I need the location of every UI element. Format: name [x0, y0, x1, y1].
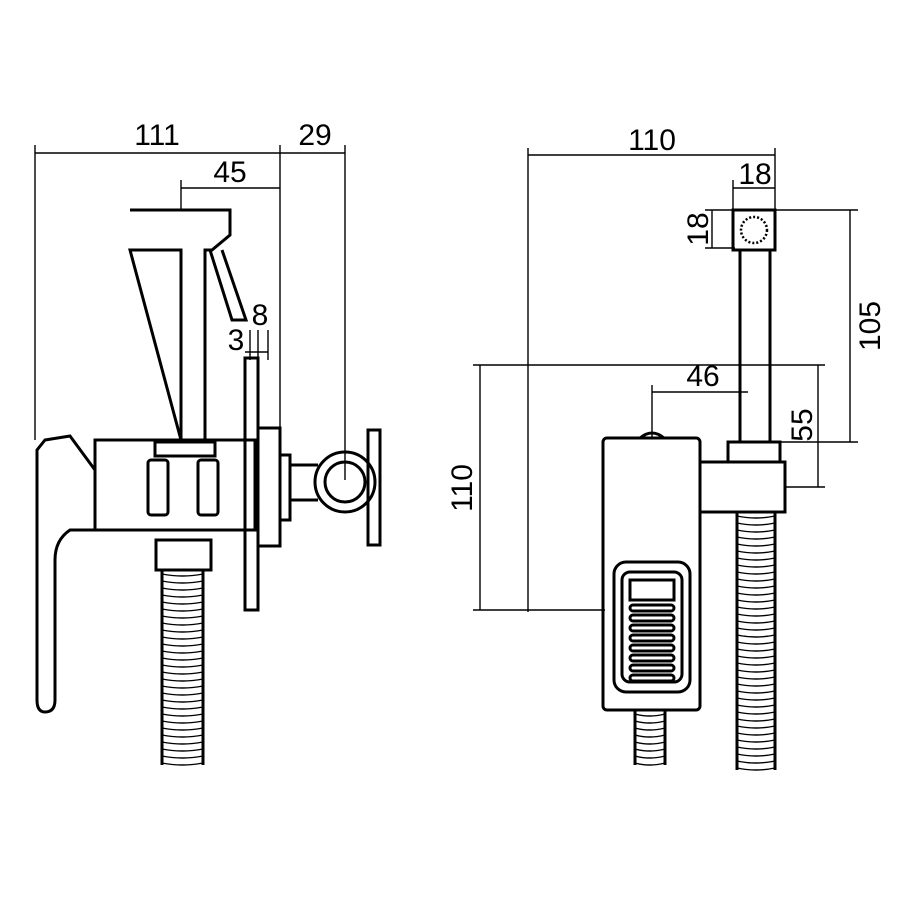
lever-grip-top [628, 578, 676, 602]
dim-side-plate-gap: 3 [228, 324, 245, 357]
front-hoses [633, 512, 777, 771]
dim-front-head-height: 18 [682, 212, 715, 245]
outlet-connector [698, 460, 787, 514]
side-hose [160, 570, 205, 766]
mixer-body-front [601, 436, 702, 712]
connector-grip-right [196, 458, 220, 517]
lever-ridge [628, 643, 676, 653]
side-hose-corrugation [161, 573, 204, 766]
handset-head [128, 208, 232, 441]
side-dimension-lines [34, 145, 346, 480]
dim-front-total-width: 110 [628, 124, 676, 157]
dim-side-total-width: 111 [134, 119, 180, 152]
connector-nut [153, 440, 217, 458]
lever-ridge [628, 613, 676, 623]
handset-stem [738, 248, 772, 444]
lever-ridge [628, 603, 676, 613]
dim-side-holder-offset: 29 [298, 119, 331, 152]
mixer-lever [35, 434, 97, 714]
wall-flange [256, 426, 282, 548]
dim-front-body-height: 110 [446, 464, 479, 512]
spray-nozzle-icon [739, 215, 769, 245]
front-hose-corrugation [634, 515, 776, 771]
handset-nut [726, 440, 782, 464]
dim-front-handset-height: 105 [854, 301, 887, 351]
lever-frame-outer [612, 560, 692, 694]
front-dimension-lines [473, 148, 858, 612]
lever-ridges [628, 578, 676, 683]
flange-collar [278, 453, 292, 522]
lever-ridge [628, 663, 676, 673]
connector-grip-left [146, 458, 170, 517]
side-view: 111 29 45 3 8 [34, 119, 382, 766]
dim-side-plate-thickness: 8 [252, 299, 269, 332]
holder-plate [366, 428, 382, 547]
dim-side-handset-offset: 45 [213, 156, 246, 189]
front-view: 110 18 18 105 46 55 110 [446, 124, 887, 771]
dim-front-head-width: 18 [738, 158, 771, 191]
mixer-body [93, 438, 257, 532]
lever-top [639, 431, 665, 440]
dim-front-outlet-height: 55 [786, 408, 819, 441]
lever-ridge [628, 673, 676, 683]
lever-ridge [628, 633, 676, 643]
holder-ring-inner [323, 460, 367, 504]
hose-nut [154, 538, 213, 572]
holder-ring-outer [313, 450, 377, 514]
handset-trigger [208, 249, 249, 322]
holder-arm [290, 463, 318, 502]
dim-front-outlet-offset: 46 [686, 360, 719, 393]
lever-ridge [628, 653, 676, 663]
lever-ridge [628, 623, 676, 633]
